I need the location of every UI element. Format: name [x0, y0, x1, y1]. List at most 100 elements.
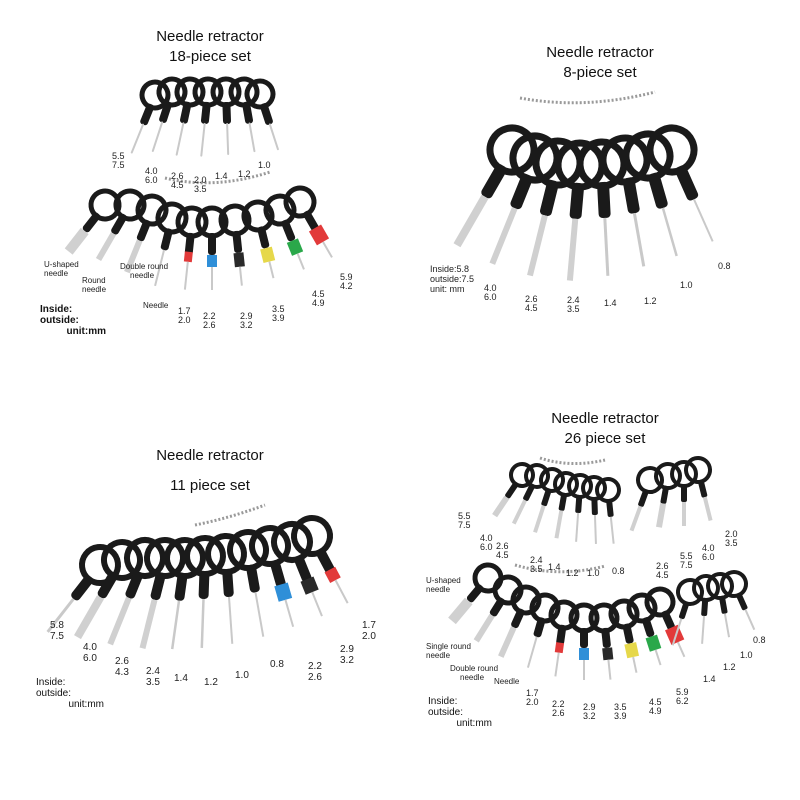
outside-value: 7.5 — [458, 520, 471, 530]
tools-bottom-left — [448, 562, 686, 680]
unit-legend: Inside:5.8 outside:7.5 unit: mm — [430, 264, 474, 294]
size-label: 1.0 — [235, 671, 249, 681]
note-line: U-shaped — [44, 260, 79, 269]
inside-value: 1.7 — [178, 306, 191, 316]
inside-value: 5.8 — [50, 620, 64, 631]
needle-type-needle: Needle — [494, 677, 519, 686]
inside-value: 1.4 — [215, 171, 228, 181]
panel-title: Needle retractor 18-piece set — [120, 27, 300, 67]
outside-value: 2.0 — [362, 631, 376, 642]
unit-line: outside: — [36, 688, 72, 699]
inside-value: 1.4 — [703, 674, 716, 684]
panel-8-piece-set: Needle retractor 8-piece set Inside:5.8 … — [400, 0, 800, 400]
inside-value: 1.2 — [566, 568, 579, 578]
outside-value: 3.5 — [567, 304, 580, 314]
title-line-2: 8-piece set — [563, 64, 637, 81]
size-label: 1.4 — [174, 674, 188, 684]
outside-value: 2.6 — [308, 672, 322, 683]
tools-top-right — [629, 456, 713, 532]
inside-value: 5.9 — [340, 272, 353, 282]
outside-value: 7.5 — [680, 560, 693, 570]
outside-value: 3.5 — [194, 184, 207, 194]
tool-illustration-8 — [453, 90, 714, 281]
outside-value: 2.0 — [526, 697, 539, 707]
size-label: 0.8 — [612, 567, 625, 576]
inside-value: 1.0 — [587, 568, 600, 578]
inside-value: 5.5 — [112, 151, 125, 161]
outside-value: 6.0 — [480, 542, 493, 552]
title-line-1: Needle retractor — [156, 28, 264, 45]
panel-title: Needle retractor 26 piece set — [515, 409, 695, 449]
size-label: 1.4 — [548, 563, 561, 572]
inside-value: 0.8 — [718, 261, 731, 271]
tools-top-row — [130, 76, 279, 157]
inside-value: 1.4 — [548, 562, 561, 572]
outside-value: 2.6 — [552, 708, 565, 718]
note-line: Needle — [143, 301, 169, 310]
size-label: 1.2 — [204, 678, 218, 688]
unit-legend: Inside: outside: unit:mm — [40, 304, 106, 337]
inside-value: 4.5 — [312, 289, 325, 299]
note-line: needle — [426, 585, 451, 594]
size-label: 1.4 — [215, 172, 228, 181]
note-line: Round — [82, 276, 106, 285]
unit-line: Inside:5.8 — [430, 264, 470, 274]
title-line-1: Needle retractor — [551, 410, 659, 427]
inside-value: 2.0 — [725, 529, 738, 539]
tool-illustration-11 — [46, 503, 349, 650]
inside-value: 1.0 — [740, 650, 753, 660]
size-label: 1.0 — [258, 161, 271, 170]
inside-value: 4.5 — [649, 697, 662, 707]
outside-value: 4.5 — [171, 180, 184, 190]
title-line-1: Needle retractor — [546, 44, 654, 61]
outside-value: 4.9 — [312, 298, 325, 308]
size-label: 1.0 — [740, 651, 753, 660]
inside-value: 5.5 — [680, 551, 693, 561]
note-line: U-shaped — [426, 576, 461, 585]
tools-row — [453, 124, 714, 281]
outside-value: 3.9 — [614, 711, 627, 721]
outside-value: 6.2 — [676, 696, 689, 706]
size-label: 0.8 — [753, 636, 766, 645]
unit-line: outside:7.5 — [430, 274, 475, 284]
inside-value: 2.9 — [240, 311, 253, 321]
unit-line: unit: mm — [430, 284, 465, 294]
note-line: needle — [44, 269, 69, 278]
outside-value: 6.0 — [83, 653, 97, 664]
inside-value: 4.0 — [145, 166, 158, 176]
size-label: 1.0 — [587, 569, 600, 578]
inside-value: 1.2 — [238, 169, 251, 179]
inside-value: 1.2 — [723, 662, 736, 672]
inside-value: 2.4 — [530, 555, 543, 565]
inside-value: 2.4 — [567, 295, 580, 305]
outside-value: 2.0 — [178, 315, 191, 325]
outside-value: 3.5 — [146, 677, 160, 688]
inside-value: 1.2 — [644, 296, 657, 306]
inside-value: 5.9 — [676, 687, 689, 697]
unit-line: unit:mm — [66, 326, 106, 337]
unit-legend: Inside: outside: unit:mm — [428, 696, 492, 729]
title-line-1: Needle retractor — [156, 447, 264, 464]
inside-value: 2.6 — [525, 294, 538, 304]
